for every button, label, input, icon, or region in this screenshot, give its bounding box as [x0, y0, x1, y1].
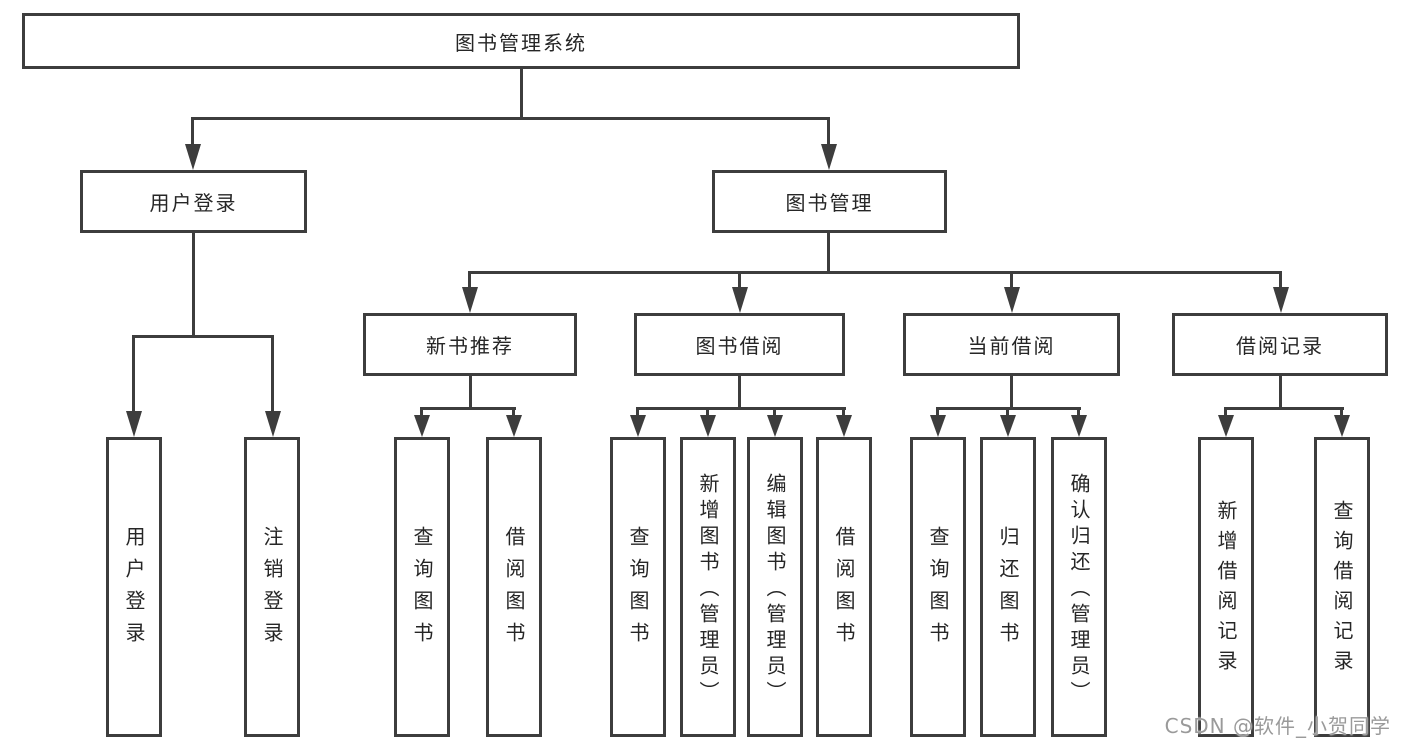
arrow-down-icon	[1071, 415, 1087, 437]
arrow-down-icon	[1004, 287, 1020, 313]
connector-line	[468, 272, 471, 289]
connector-line	[773, 408, 776, 417]
csdn-watermark: CSDN @软件_小贺同学	[1164, 714, 1391, 738]
connector-line	[192, 233, 195, 336]
arrow-down-icon	[767, 415, 783, 437]
connector-line	[1224, 407, 1344, 410]
connector-line	[1279, 272, 1282, 289]
connector-line	[420, 407, 516, 410]
connector-line	[520, 69, 523, 118]
connector-line	[420, 408, 423, 417]
leaf-bb-query-books: 查询图书	[610, 437, 666, 737]
connector-line	[636, 407, 846, 410]
node-root: 图书管理系统	[22, 13, 1020, 69]
leaf-br-add-record: 新增借阅记录	[1198, 437, 1254, 737]
leaf-bb-borrow-books: 借阅图书	[816, 437, 872, 737]
leaf-br-query-record: 查询借阅记录	[1314, 437, 1370, 737]
arrow-down-icon	[414, 415, 430, 437]
connector-line	[706, 408, 709, 417]
connector-line	[1006, 408, 1009, 417]
connector-line	[738, 272, 741, 289]
connector-line	[132, 335, 274, 338]
arrow-down-icon	[185, 144, 201, 170]
connector-line	[1077, 408, 1080, 417]
arrow-down-icon	[732, 287, 748, 313]
node-new-book-rec: 新书推荐	[363, 313, 577, 376]
arrow-down-icon	[265, 411, 281, 437]
arrow-down-icon	[1000, 415, 1016, 437]
connector-line	[1010, 376, 1013, 408]
arrow-down-icon	[821, 144, 837, 170]
connector-line	[469, 376, 472, 408]
connector-line	[827, 118, 830, 146]
arrow-down-icon	[836, 415, 852, 437]
leaf-logout: 注销登录	[244, 437, 300, 737]
leaf-cb-return-books: 归还图书	[980, 437, 1036, 737]
connector-line	[1224, 408, 1227, 417]
leaf-nbr-query-books: 查询图书	[394, 437, 450, 737]
arrow-down-icon	[506, 415, 522, 437]
connector-line	[468, 271, 1282, 274]
connector-line	[827, 233, 830, 272]
leaf-cb-query-books: 查询图书	[910, 437, 966, 737]
leaf-cb-confirm-return-admin: 确认归还（管理员）	[1051, 437, 1107, 737]
connector-line	[191, 117, 830, 120]
arrow-down-icon	[1218, 415, 1234, 437]
leaf-bb-add-books-admin: 新增图书（管理员）	[680, 437, 736, 737]
arrow-down-icon	[1334, 415, 1350, 437]
connector-line	[271, 336, 274, 413]
connector-line	[636, 408, 639, 417]
node-borrow-record: 借阅记录	[1172, 313, 1388, 376]
connector-line	[738, 376, 741, 408]
node-user-login: 用户登录	[80, 170, 307, 233]
arrow-down-icon	[1273, 287, 1289, 313]
leaf-user-login: 用户登录	[106, 437, 162, 737]
connector-line	[936, 408, 939, 417]
connector-line	[1010, 272, 1013, 289]
arrow-down-icon	[630, 415, 646, 437]
connector-line	[191, 118, 194, 146]
arrow-down-icon	[930, 415, 946, 437]
connector-line	[1340, 408, 1343, 417]
connector-line	[842, 408, 845, 417]
connector-line	[132, 336, 135, 413]
arrow-down-icon	[462, 287, 478, 313]
leaf-nbr-borrow-books: 借阅图书	[486, 437, 542, 737]
arrow-down-icon	[126, 411, 142, 437]
connector-line	[1279, 376, 1282, 408]
leaf-bb-edit-books-admin: 编辑图书（管理员）	[747, 437, 803, 737]
node-current-borrow: 当前借阅	[903, 313, 1120, 376]
arrow-down-icon	[700, 415, 716, 437]
node-book-mgmt: 图书管理	[712, 170, 947, 233]
connector-line	[512, 408, 515, 417]
node-book-borrow: 图书借阅	[634, 313, 845, 376]
